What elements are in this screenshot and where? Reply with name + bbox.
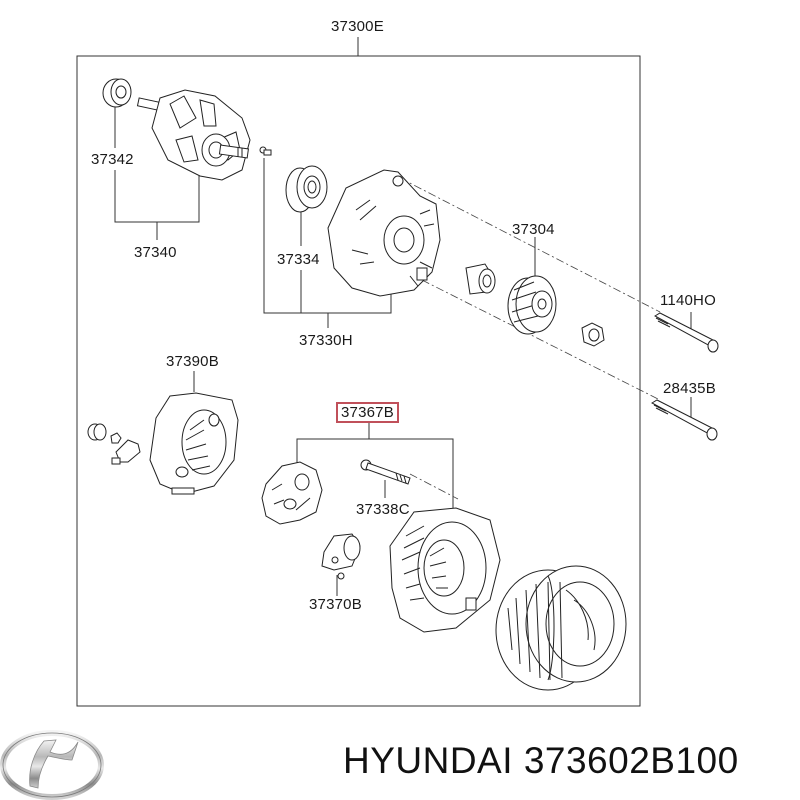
assembly-frame [76, 37, 641, 707]
label-37338c[interactable]: 37338C [356, 501, 410, 518]
brand-name: HYUNDAI [343, 740, 514, 781]
terminal-cap-icon [87, 423, 107, 441]
label-37330h[interactable]: 37330H [299, 332, 353, 349]
rear-bearing-icon [102, 78, 132, 108]
label-37370b[interactable]: 37370B [309, 596, 362, 613]
label-1140ho[interactable]: 1140HO [660, 292, 716, 309]
rotor-icon [136, 89, 251, 181]
nut-icon [581, 322, 605, 347]
label-37367b-highlighted[interactable]: 37367B [336, 402, 399, 423]
rectifier-icon [261, 461, 323, 525]
label-37342[interactable]: 37342 [91, 151, 134, 168]
part-number: 373602B100 [523, 740, 739, 781]
bolt-1140ho-icon [653, 312, 719, 353]
brush-holder-icon [321, 533, 361, 580]
rear-bracket-housing-icon [389, 507, 501, 633]
bolt-37338c-icon [360, 459, 411, 485]
label-assembly: 37300E [331, 18, 384, 35]
label-37390b[interactable]: 37390B [166, 353, 219, 370]
front-bearing-icon [285, 165, 328, 213]
pulley-icon [507, 275, 557, 335]
part-caption: HYUNDAI 373602B100 [343, 742, 739, 779]
terminal-nut-icon [110, 432, 122, 444]
terminal-bolt-icon [111, 439, 141, 465]
bolt-28435b-icon [650, 399, 718, 441]
spacer-icon [465, 263, 496, 295]
hyundai-logo-icon [0, 730, 104, 800]
label-37340[interactable]: 37340 [134, 244, 177, 261]
rear-cover-icon [149, 392, 239, 495]
label-37334[interactable]: 37334 [277, 251, 320, 268]
stator-icon [495, 565, 627, 691]
axis-lines [399, 177, 661, 500]
screw-icon [259, 146, 272, 156]
front-bracket-icon [327, 169, 441, 297]
label-37304[interactable]: 37304 [512, 221, 555, 238]
label-28435b[interactable]: 28435B [663, 380, 716, 397]
